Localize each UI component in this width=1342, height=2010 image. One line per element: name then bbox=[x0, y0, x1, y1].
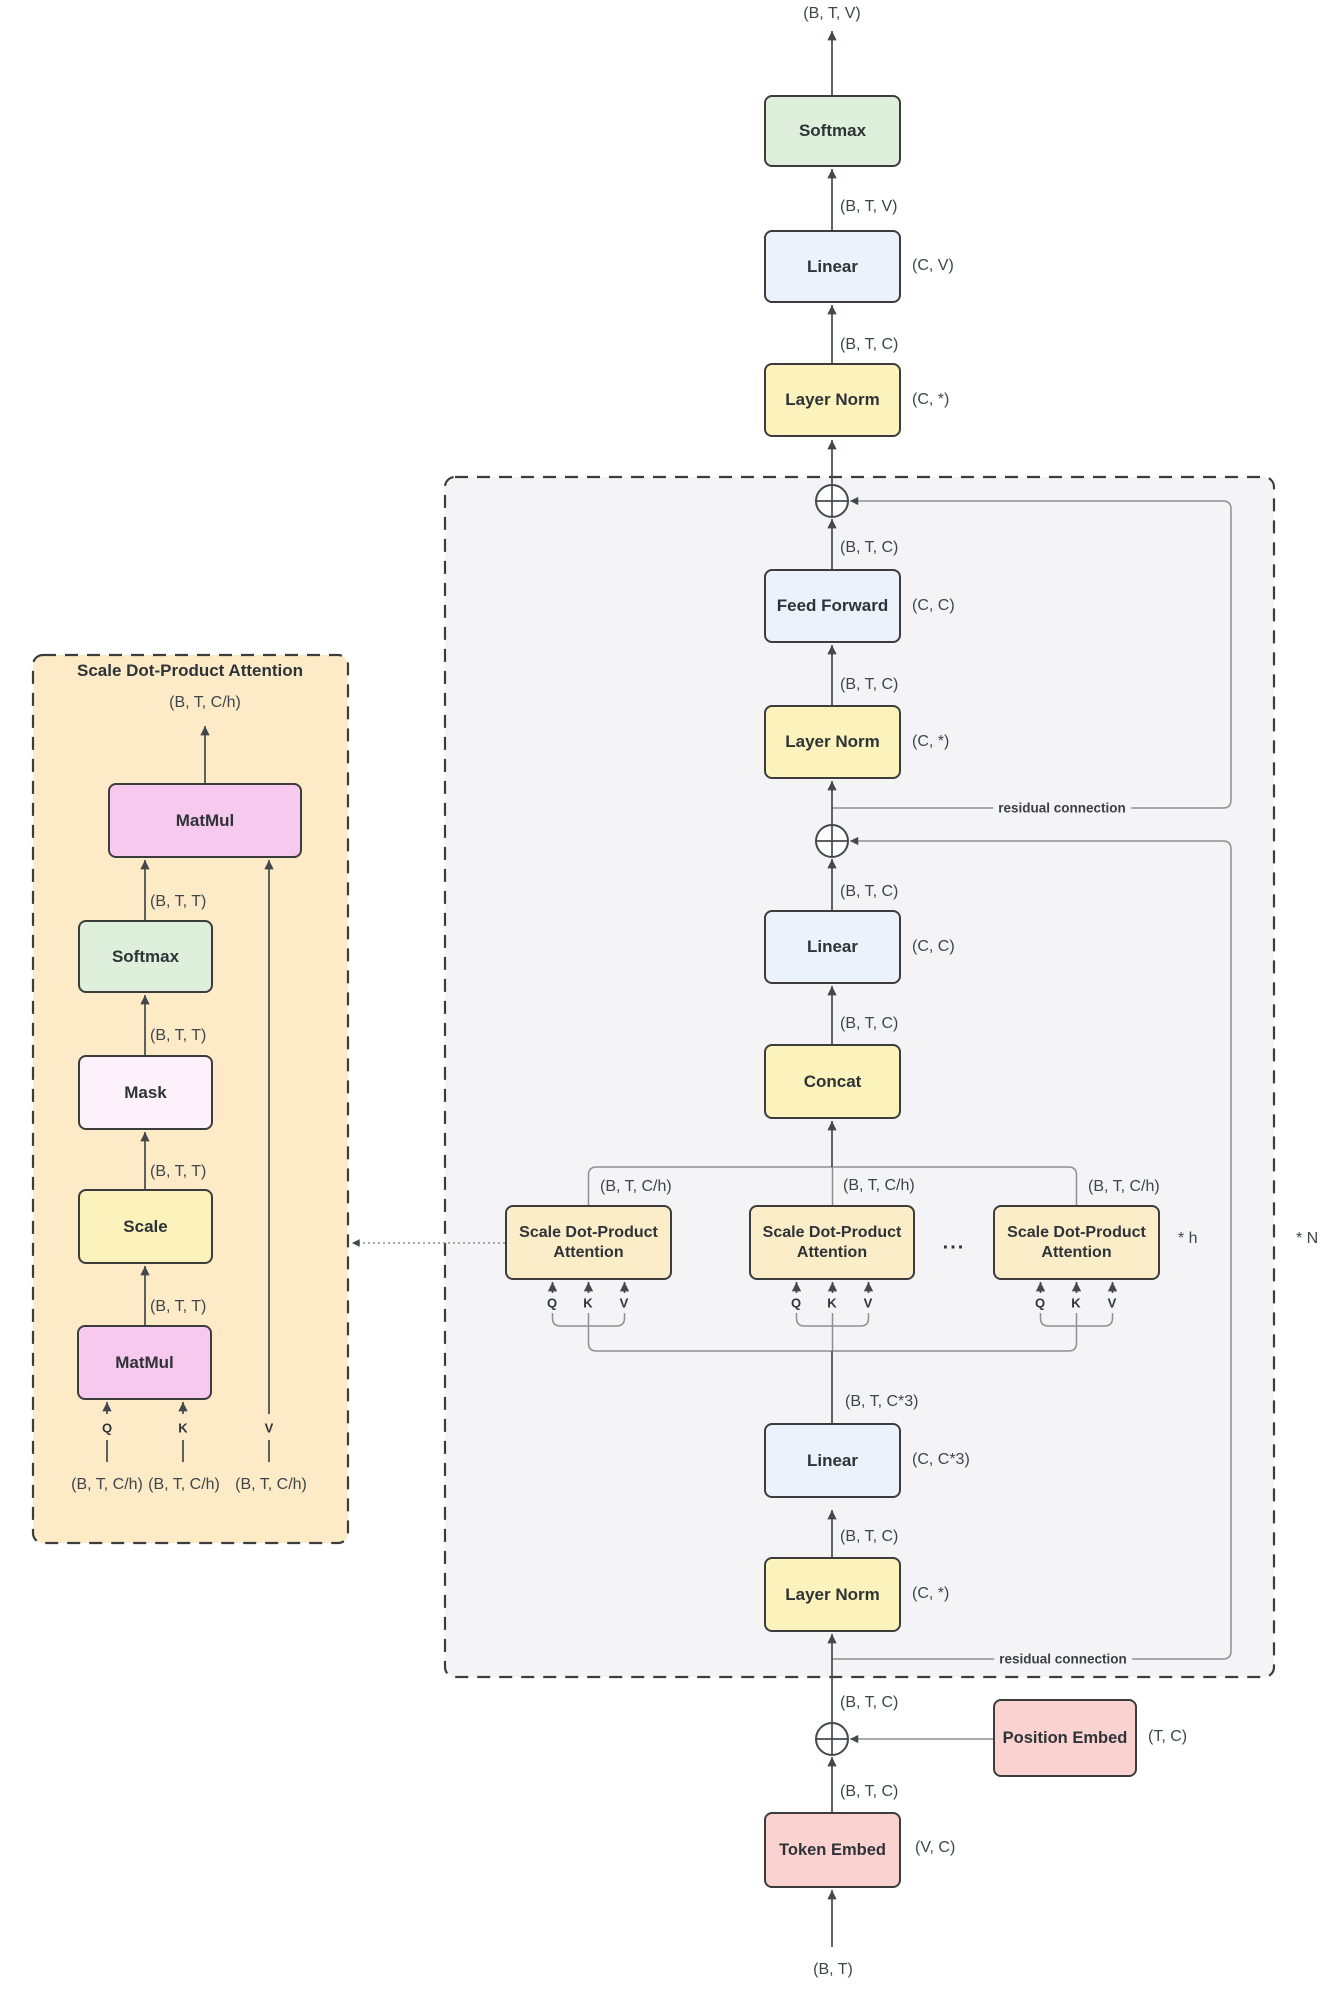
token-embed-box: Token Embed bbox=[764, 1812, 901, 1888]
softmax-output-label: Softmax bbox=[798, 121, 867, 140]
times-h-label: * h bbox=[1178, 1230, 1198, 1247]
panel-title: Scale Dot-Product Attention bbox=[76, 661, 304, 680]
panel-matmul-in-box: MatMul bbox=[77, 1325, 212, 1400]
position-embed-box: Position Embed bbox=[993, 1699, 1137, 1777]
dim-btch-2: (B, T, C/h) bbox=[843, 1177, 915, 1194]
dim-btc-4: (B, T, C) bbox=[840, 883, 899, 900]
panel-dim-btt-2: (B, T, T) bbox=[150, 1027, 207, 1044]
feed-forward-label: Feed Forward bbox=[776, 596, 889, 615]
panel-scale-label: Scale bbox=[123, 1216, 168, 1236]
add-node-1 bbox=[815, 484, 849, 518]
panel-dim-btt-4: (B, T, T) bbox=[150, 1298, 207, 1315]
panel-matmul-out-box: MatMul bbox=[108, 783, 302, 858]
panel-softmax-label: Softmax bbox=[111, 946, 180, 966]
panel-q-label: Q bbox=[101, 1420, 113, 1436]
panel-k-label: K bbox=[178, 1420, 188, 1436]
head2-q-label: Q bbox=[790, 1295, 802, 1311]
dim-btc-7: (B, T, C) bbox=[840, 1694, 899, 1711]
linear-qkv-box: Linear bbox=[764, 1423, 901, 1498]
linear-output-label: Linear bbox=[806, 256, 859, 276]
layer-norm-2-box: Layer Norm bbox=[764, 705, 901, 779]
head1-k-label: K bbox=[583, 1295, 593, 1311]
softmax-output-box: Softmax bbox=[764, 95, 901, 167]
head2-k-label: K bbox=[827, 1295, 837, 1311]
panel-dim-btt-3: (B, T, T) bbox=[150, 1163, 207, 1180]
dim-btc3: (B, T, C*3) bbox=[845, 1393, 919, 1410]
concat-label: Concat bbox=[803, 1071, 862, 1091]
panel-mask-box: Mask bbox=[78, 1055, 213, 1130]
head2-v-label: V bbox=[863, 1295, 873, 1311]
linear-qkv-label: Linear bbox=[806, 1450, 859, 1470]
layer-norm-input-box: Layer Norm bbox=[764, 1557, 901, 1632]
dim-output: (B, T, V) bbox=[803, 5, 861, 22]
panel-scale-box: Scale bbox=[78, 1189, 213, 1264]
dim-cstar-1: (C, *) bbox=[912, 391, 950, 408]
layer-norm-input-label: Layer Norm bbox=[785, 1584, 880, 1604]
panel-v-label: V bbox=[264, 1420, 274, 1436]
dim-btv: (B, T, V) bbox=[840, 198, 898, 215]
head1-v-label: V bbox=[619, 1295, 629, 1311]
panel-softmax-box: Softmax bbox=[78, 920, 213, 993]
dim-btc-1: (B, T, C) bbox=[840, 336, 899, 353]
dim-tc: (T, C) bbox=[1148, 1728, 1188, 1745]
dim-btc-3: (B, T, C) bbox=[840, 676, 899, 693]
head3-q-label: Q bbox=[1034, 1295, 1046, 1311]
layer-norm-2-label: Layer Norm bbox=[785, 732, 880, 751]
linear-output-box: Linear bbox=[764, 230, 901, 303]
dim-cstar-2: (C, *) bbox=[912, 733, 950, 750]
panel-dim-btt-1: (B, T, T) bbox=[150, 893, 207, 910]
residual-connection-lower bbox=[832, 836, 1232, 1660]
head3-v-label: V bbox=[1107, 1295, 1117, 1311]
dim-btch-3: (B, T, C/h) bbox=[1088, 1178, 1160, 1195]
dim-cc-1: (C, C) bbox=[912, 597, 955, 614]
panel-matmul-in-label: MatMul bbox=[115, 1352, 174, 1372]
feed-forward-box: Feed Forward bbox=[764, 569, 901, 643]
panel-dim-out: (B, T, C/h) bbox=[169, 694, 241, 711]
linear-proj-label: Linear bbox=[806, 937, 859, 956]
panel-dim-q: (B, T, C/h) bbox=[71, 1476, 143, 1493]
position-embed-label: Position Embed bbox=[1002, 1728, 1128, 1747]
residual-label-upper: residual connection bbox=[993, 800, 1131, 816]
residual-connection-upper bbox=[832, 496, 1232, 809]
dim-vc: (V, C) bbox=[915, 1839, 956, 1856]
dim-input: (B, T) bbox=[813, 1961, 853, 1978]
panel-dim-v: (B, T, C/h) bbox=[235, 1476, 307, 1493]
times-n-label: * N bbox=[1296, 1230, 1319, 1247]
panel-matmul-out-label: MatMul bbox=[175, 810, 235, 830]
dim-cc3: (C, C*3) bbox=[912, 1451, 970, 1468]
token-embed-label: Token Embed bbox=[779, 1840, 886, 1859]
dim-btc-6: (B, T, C) bbox=[840, 1528, 899, 1545]
dim-btch-1: (B, T, C/h) bbox=[600, 1178, 672, 1195]
dim-cstar-3: (C, *) bbox=[912, 1585, 950, 1602]
residual-label-lower: residual connection bbox=[994, 1651, 1132, 1667]
head3-k-label: K bbox=[1071, 1295, 1081, 1311]
heads-ellipsis: ... bbox=[942, 1231, 966, 1254]
dim-btc-8: (B, T, C) bbox=[840, 1783, 899, 1800]
panel-mask-label: Mask bbox=[124, 1082, 167, 1102]
concat-box: Concat bbox=[764, 1044, 901, 1119]
dim-btc-2: (B, T, C) bbox=[840, 539, 899, 556]
dim-btc-5: (B, T, C) bbox=[840, 1015, 899, 1032]
panel-dim-k: (B, T, C/h) bbox=[148, 1476, 220, 1493]
dim-cv: (C, V) bbox=[912, 257, 954, 274]
dim-cc-2: (C, C) bbox=[912, 938, 955, 955]
head1-q-label: Q bbox=[546, 1295, 558, 1311]
layer-norm-output-box: Layer Norm bbox=[764, 363, 901, 437]
linear-proj-box: Linear bbox=[764, 910, 901, 984]
add-node-3 bbox=[815, 1722, 849, 1756]
add-node-2 bbox=[815, 824, 849, 858]
layer-norm-output-label: Layer Norm bbox=[785, 390, 880, 409]
